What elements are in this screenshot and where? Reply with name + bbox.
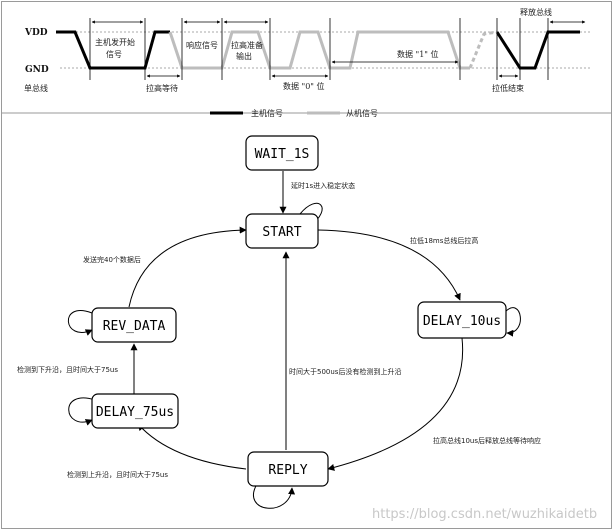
slave-signal (168, 30, 470, 70)
timing-diagram: VDD GND 单总线 主机发开始 信号 拉高等 (24, 7, 590, 118)
edge-reply-to-delay75 (137, 423, 247, 470)
end-label: 拉低结束 (492, 83, 524, 93)
edge-label-reply-to-delay75: 检测到上升沿，且时间大于75us (67, 470, 168, 479)
slave-signal-dashed (468, 30, 498, 69)
edge-label-delay10-to-reply: 拉高总线10us后释放总线等待响应 (433, 436, 541, 445)
edge-label-wait-to-start: 延时1s进入稳定状态 (291, 181, 355, 190)
state-reply-label: REPLY (268, 463, 307, 478)
edge-reply-self (253, 483, 296, 509)
pull-ready-label-1: 拉高准备 (231, 40, 263, 50)
state-delay75: DELAY_75us (91, 393, 179, 429)
edge-start-to-delay10 (317, 229, 461, 301)
state-wait-label: WAIT_1S (255, 147, 310, 162)
bit0-label: 数据 "0" 位 (283, 81, 325, 91)
edge-label-start-to-delay10: 拉低18ms总线后拉高 (410, 236, 478, 245)
master-signal-start (56, 30, 170, 70)
legend-master-label: 主机信号 (251, 108, 283, 118)
state-delay10-label: DELAY_10us (423, 314, 501, 329)
master-start-label-2: 信号 (106, 49, 122, 59)
state-delay10: DELAY_10us (417, 301, 507, 339)
edge-delay10-self (504, 307, 521, 337)
response-label: 响应信号 (186, 40, 218, 50)
release-label: 释放总线 (520, 7, 552, 17)
bit1-label: 数据 "1" 位 (397, 49, 439, 59)
state-start-box (245, 213, 319, 249)
pull-ready-label-2: 输出 (236, 51, 252, 61)
state-revdata: REV_DATA (91, 307, 177, 343)
edge-delay75-self (68, 397, 96, 426)
state-reply: REPLY (247, 451, 329, 487)
pull-wait-label: 拉高等待 (146, 83, 178, 93)
state-delay75-box (91, 393, 179, 429)
state-revdata-label: REV_DATA (103, 319, 166, 334)
edge-delay10-to-reply (327, 337, 464, 471)
state-wait: WAIT_1S (245, 135, 319, 171)
state-start: START (245, 213, 319, 249)
edge-label-revdata-to-start: 发送完40个数据后 (83, 255, 141, 264)
edge-label-delay75-to-revdata: 检测到下升沿，且时间大于75us (17, 365, 118, 374)
edge-revdata-self (67, 310, 93, 336)
gnd-label: GND (25, 65, 49, 75)
state-reply-box (247, 451, 329, 487)
edge-revdata-to-start (128, 226, 247, 308)
watermark: https://blog.csdn.net/wuzhikaidetb (372, 507, 597, 522)
state-machine: 延时1s进入稳定状态 拉低18ms总线后拉高 拉高总线10us后释放总线等待响应… (17, 135, 541, 509)
state-revdata-box (91, 307, 177, 343)
state-delay10-box (417, 301, 507, 339)
master-start-label-1: 主机发开始 (95, 37, 135, 47)
state-start-label: START (262, 225, 301, 240)
legend-slave-label: 从机信号 (346, 108, 378, 118)
state-wait-box (245, 135, 319, 171)
edge-label-reply-to-start: 时间大于500us后没有检测到上升沿 (289, 367, 401, 376)
master-signal-end (495, 30, 580, 70)
state-delay75-label: DELAY_75us (96, 405, 174, 420)
bus-label: 单总线 (24, 83, 48, 93)
vdd-label: VDD (24, 28, 48, 38)
